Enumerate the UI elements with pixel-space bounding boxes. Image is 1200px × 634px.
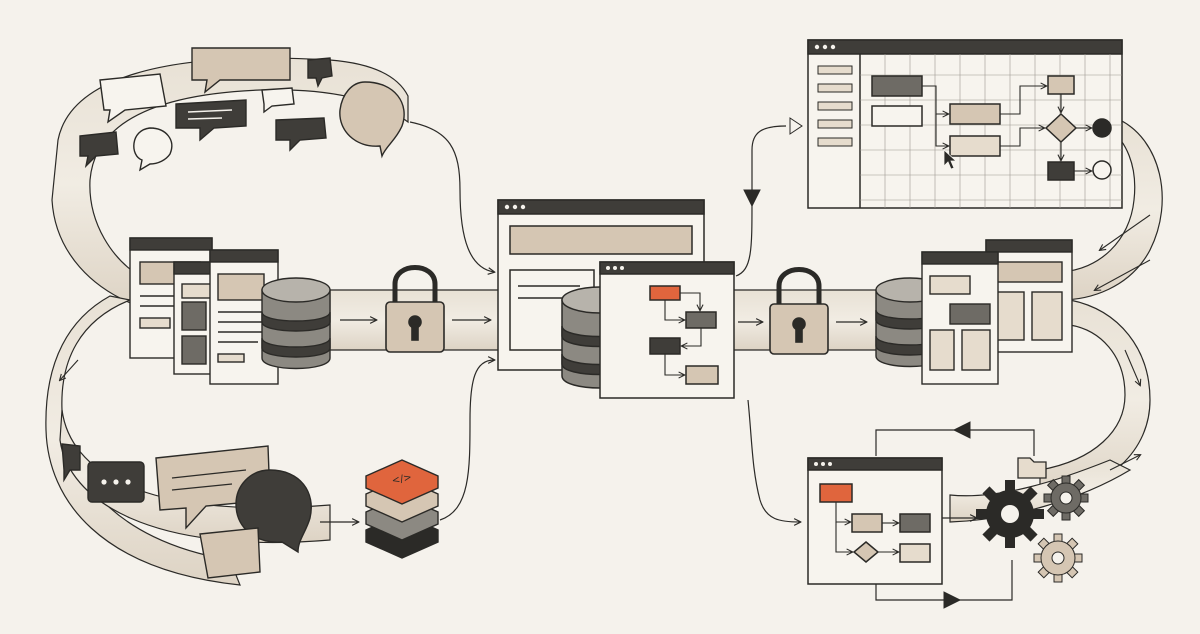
doc-window-back xyxy=(985,239,1073,353)
triangle-right-marker-outline xyxy=(789,117,803,135)
top-right-grid-window xyxy=(807,39,1123,209)
speech-bubble-icon xyxy=(261,87,295,114)
speech-bubble-icon xyxy=(339,81,405,159)
speech-bubble-icon xyxy=(275,117,327,152)
arrow-center-to-grid xyxy=(735,125,787,277)
code-glyph: </> xyxy=(391,472,413,487)
gear-icon-small-bottom xyxy=(1033,533,1083,583)
triangle-left-marker xyxy=(952,421,971,439)
ribbon-arrow-right-in-1 xyxy=(1100,214,1151,250)
chat-cluster-bottom xyxy=(61,443,312,579)
gear-icon-small-top xyxy=(1043,475,1089,521)
doc-window-front xyxy=(921,251,999,385)
ribbon-arrow-right-in-2 xyxy=(1095,259,1151,290)
padlock-left xyxy=(385,265,445,353)
ribbon-arrow-left-down xyxy=(60,359,79,380)
speech-bubble-icon xyxy=(199,527,261,579)
layer-stack-icon: </> xyxy=(365,459,439,559)
speech-bubble-icon xyxy=(61,443,81,483)
triangle-markers xyxy=(743,117,971,609)
chat-cluster-top xyxy=(79,47,405,172)
bubble-lines xyxy=(187,109,233,120)
speech-bubble-icon xyxy=(99,73,167,124)
flow-node-start xyxy=(819,483,853,503)
arrow-center-to-flow xyxy=(747,399,800,522)
ribbon-arrow-right-bottom xyxy=(1109,455,1140,471)
triangle-down-marker xyxy=(743,189,761,208)
cursor-icon xyxy=(943,149,958,170)
speech-bubble-icon xyxy=(155,445,271,530)
triangle-right-marker xyxy=(943,591,962,609)
left-database xyxy=(261,277,331,370)
padlock-right xyxy=(769,267,829,355)
speech-bubble-icon xyxy=(307,57,333,89)
left-documents xyxy=(129,237,279,385)
speech-bubble-icon xyxy=(191,47,291,94)
folder-icon xyxy=(1017,457,1047,479)
grid-lines xyxy=(860,54,1122,208)
right-documents xyxy=(921,239,1073,385)
arrow-stack-to-center xyxy=(439,360,494,521)
speech-bubble-icon xyxy=(175,99,247,142)
ribbon-bottom-left xyxy=(45,295,241,586)
flow-node-start xyxy=(649,285,681,301)
center-flowchart-window xyxy=(599,261,735,399)
ribbon-arrows xyxy=(60,214,1151,471)
bottom-right-flow-window xyxy=(807,457,943,585)
ribbon-arrow-right-down xyxy=(1124,349,1140,385)
speech-bubble-icon xyxy=(133,127,173,172)
speech-bubble-icon xyxy=(79,131,119,169)
arrow-chat-to-center xyxy=(409,121,494,272)
arrow-flow-loop-top xyxy=(875,429,1035,456)
gear-icon-large xyxy=(976,480,1044,548)
